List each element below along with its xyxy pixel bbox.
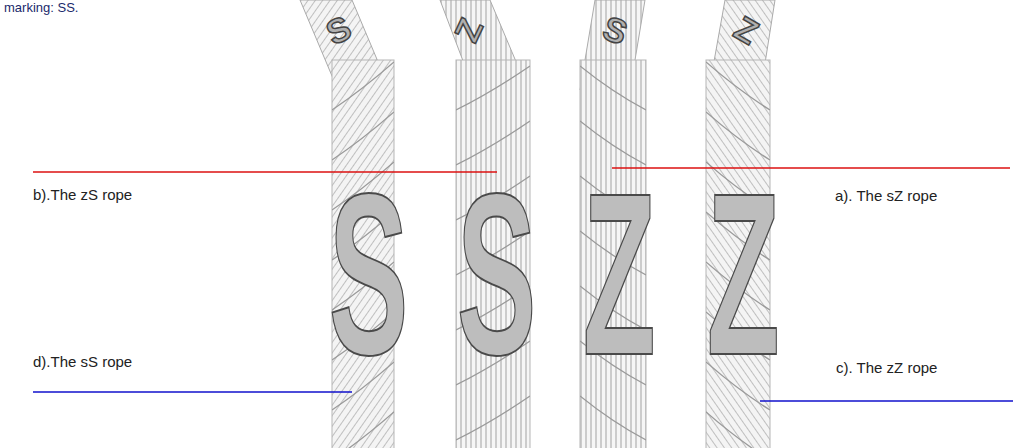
lay-letter: S: [329, 160, 409, 390]
lay-letter: S: [457, 160, 537, 390]
leader-line: [612, 167, 1010, 168]
lay-letter: Z: [582, 160, 655, 390]
note-text: marking: SS.: [4, 0, 78, 16]
rope-label: d).The sS rope: [33, 353, 132, 371]
leader-line: [33, 171, 497, 172]
leader-line: [33, 391, 352, 392]
leader-line: [760, 400, 1013, 401]
rope-label: a). The sZ rope: [835, 187, 937, 205]
rope-label: c). The zZ rope: [836, 359, 937, 377]
rope-label: b).The zS rope: [33, 186, 132, 204]
lay-letter: Z: [706, 160, 779, 390]
